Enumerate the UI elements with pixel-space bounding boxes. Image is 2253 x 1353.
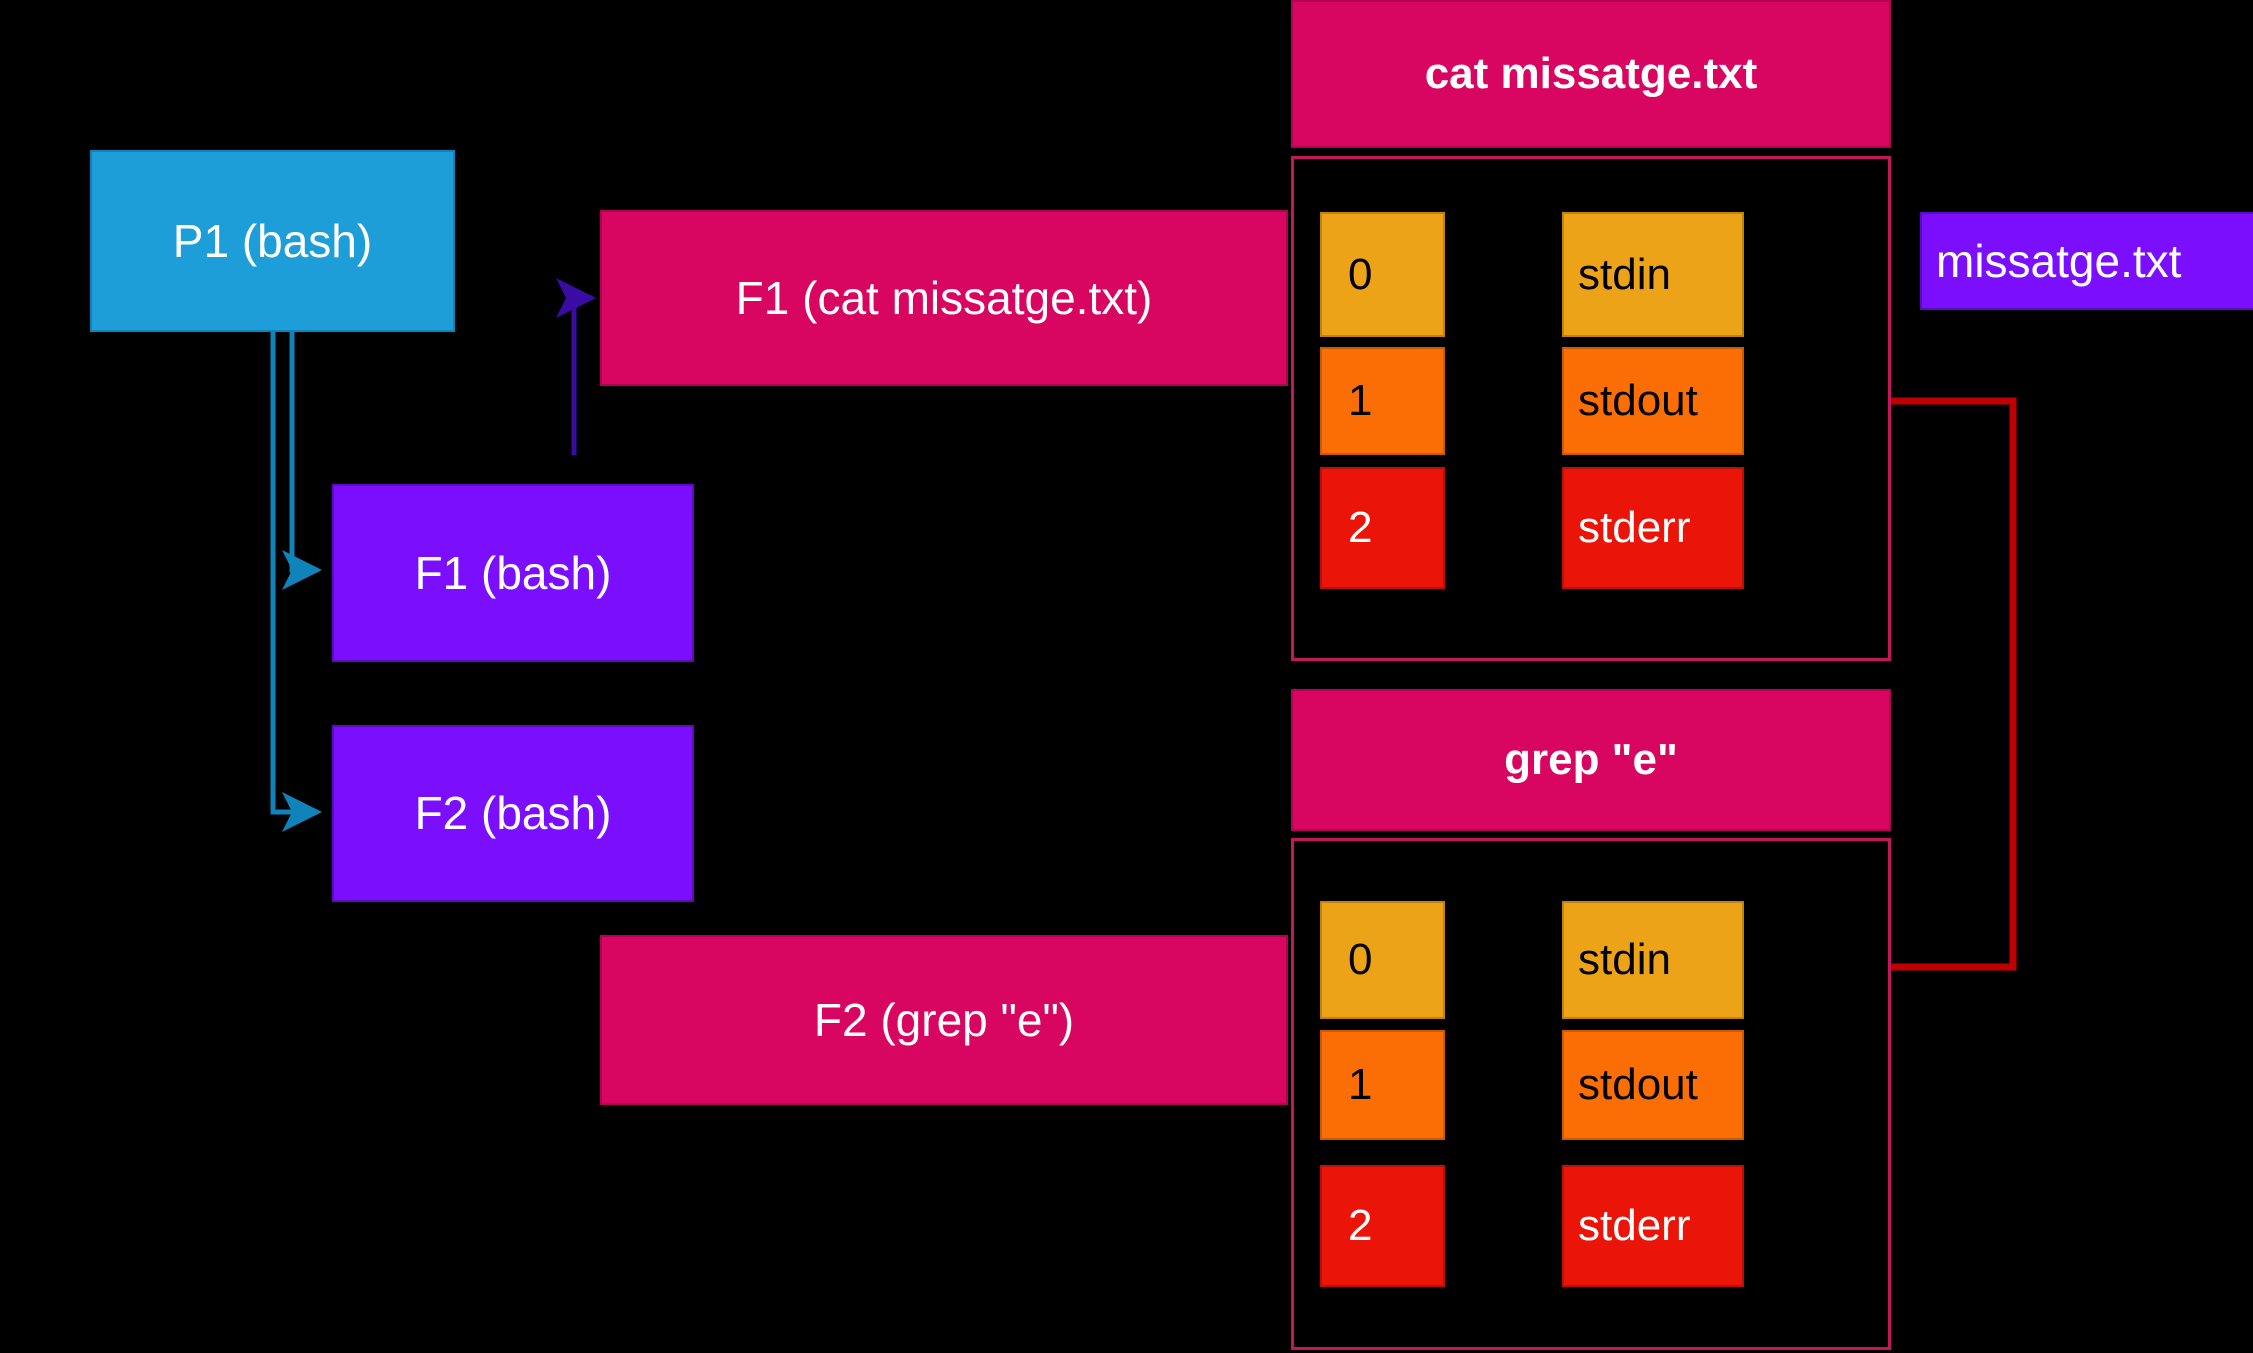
panel-cat-header-label: cat missatge.txt: [1424, 49, 1758, 98]
fd-cat-1-num[interactable]: 1: [1320, 347, 1445, 455]
fd-cat-2-num[interactable]: 2: [1320, 467, 1445, 589]
fd-cat-1-name-label: stdout: [1578, 376, 1698, 425]
fd-grep-1-name[interactable]: stdout: [1562, 1030, 1744, 1140]
node-file-missatge[interactable]: missatge.txt: [1920, 212, 2253, 310]
fd-grep-0-num-label: 0: [1348, 935, 1373, 984]
node-f2-bash-label: F2 (bash): [414, 787, 612, 840]
node-f1-bash-label: F1 (bash): [414, 546, 612, 599]
fd-cat-0-name-label: stdin: [1578, 249, 1671, 299]
fd-cat-1-num-label: 1: [1348, 376, 1373, 425]
fd-cat-0-name[interactable]: stdin: [1562, 212, 1744, 337]
fd-cat-2-name-label: stderr: [1578, 503, 1691, 552]
fd-grep-2-name-label: stderr: [1578, 1201, 1691, 1250]
node-file-missatge-label: missatge.txt: [1936, 234, 2182, 287]
edge-f1bash-to-f1exec: [556, 278, 596, 455]
panel-cat-header[interactable]: cat missatge.txt: [1291, 0, 1891, 148]
node-f2-exec[interactable]: F2 (grep "e"): [600, 935, 1288, 1105]
node-f1-exec[interactable]: F1 (cat missatge.txt): [600, 210, 1288, 386]
fd-cat-2-name[interactable]: stderr: [1562, 467, 1744, 589]
node-f2-exec-label: F2 (grep "e"): [813, 993, 1075, 1046]
fd-grep-2-num-label: 2: [1348, 1201, 1373, 1250]
node-f1-bash[interactable]: F1 (bash): [332, 484, 694, 662]
fd-cat-2-num-label: 2: [1348, 503, 1373, 552]
fd-grep-1-name-label: stdout: [1578, 1060, 1698, 1109]
node-p1-bash[interactable]: P1 (bash): [90, 150, 455, 332]
panel-grep-header-label: grep "e": [1504, 735, 1678, 784]
node-f1-exec-label: F1 (cat missatge.txt): [735, 271, 1153, 324]
fd-grep-1-num-label: 1: [1348, 1060, 1373, 1109]
panel-grep-header[interactable]: grep "e": [1291, 689, 1891, 831]
node-f2-bash[interactable]: F2 (bash): [332, 725, 694, 902]
fd-grep-2-name[interactable]: stderr: [1562, 1165, 1744, 1287]
fd-grep-1-num[interactable]: 1: [1320, 1030, 1445, 1140]
fd-grep-0-num[interactable]: 0: [1320, 901, 1445, 1019]
fd-cat-0-num[interactable]: 0: [1320, 212, 1445, 337]
fd-cat-1-name[interactable]: stdout: [1562, 347, 1744, 455]
fd-grep-0-name[interactable]: stdin: [1562, 901, 1744, 1019]
fd-grep-0-name-label: stdin: [1578, 935, 1671, 984]
node-p1-bash-label: P1 (bash): [172, 214, 373, 267]
fd-cat-0-num-label: 0: [1348, 249, 1373, 299]
fd-grep-2-num[interactable]: 2: [1320, 1165, 1445, 1287]
